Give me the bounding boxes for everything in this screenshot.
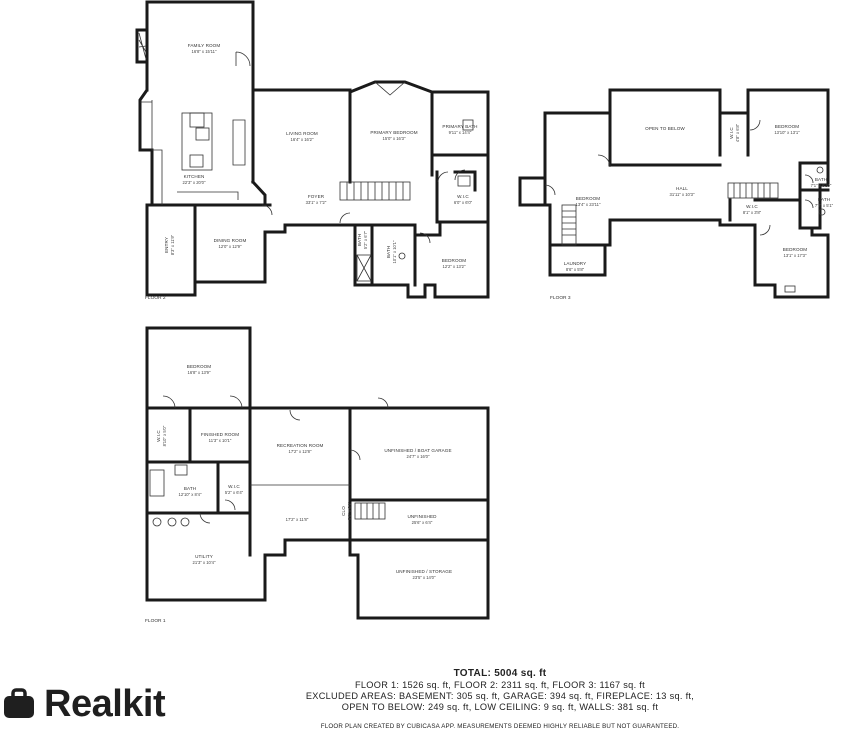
room-dims: 5'0" x 6'1" [347, 501, 352, 520]
room-name: BEDROOM [187, 364, 212, 369]
room-dims: 31'11" x 10'3" [670, 192, 695, 197]
brand-name: Realkit [44, 683, 166, 725]
floor-2-plan: FLOOR 2 [135, 0, 490, 301]
room-dims: 16'4" x 16'2" [291, 137, 314, 142]
room-name: PRIMARY BATH [442, 124, 477, 129]
room-dims: 12'0" x 12'9" [219, 244, 242, 249]
briefcase-icon [4, 688, 34, 718]
room-name: BEDROOM [442, 258, 467, 263]
disclaimer: FLOOR PLAN CREATED BY CUBICASA APP. MEAS… [320, 723, 680, 730]
room-dims: 7'7" x 5'1" [815, 203, 834, 208]
svg-text:FLOOR 1: FLOOR 1 [145, 618, 166, 624]
room-name: FINISHED ROOM [201, 432, 239, 437]
room-name: W.I.C [156, 430, 161, 442]
room-dims: 16'8" x 13'9" [188, 370, 211, 375]
room-dims: 23'5" x 14'0" [413, 575, 436, 580]
room-dims: 10'1" x 10'1" [392, 240, 397, 263]
room-dims: 13'4" x 23'11" [576, 202, 601, 207]
room-name: LIVING ROOM [286, 131, 318, 136]
room-name: BATH [386, 246, 391, 258]
room-name: HALL [676, 186, 688, 191]
room-dims: 12'2" x 13'2" [443, 264, 466, 269]
room-dims: 7'1" x 6'10" [811, 183, 832, 188]
room-name: W.I.C [228, 484, 240, 489]
room-dims: 8'1" x 3'8" [743, 210, 762, 215]
room-name: BATH [184, 486, 196, 491]
room-dims: 13'10" x 13'1" [774, 130, 800, 135]
room-dims: 12'10" x 8'4" [179, 492, 202, 497]
room-name: PRIMARY BEDROOM [370, 130, 417, 135]
excluded-areas: EXCLUDED AREAS: BASEMENT: 305 sq. ft, GA… [305, 691, 695, 701]
room-name: KITCHEN [184, 174, 205, 179]
room-dims: 8'6" x 5'8" [566, 267, 585, 272]
room-dims: 17'2" x 12'8" [289, 449, 312, 454]
excluded-areas-continued: OPEN TO BELOW: 249 sq. ft, LOW CEILING: … [341, 702, 659, 712]
total-area: TOTAL: 5004 sq. ft [453, 668, 547, 679]
room-dims: 6'0" x 6'0" [454, 200, 473, 205]
room-name: UNFINISHED / STORAGE [396, 569, 452, 574]
room-dims: 13'1" x 17'3" [784, 253, 807, 258]
floor-1-plan: FLOOR 1 [145, 326, 490, 624]
svg-text:FLOOR 2: FLOOR 2 [145, 295, 166, 301]
room-dims: 8'10" x 5'0" [162, 425, 167, 446]
room-name: RECREATION ROOM [277, 443, 324, 448]
room-name: FOYER [308, 194, 325, 199]
brand-logo: Realkit [2, 683, 166, 725]
room-name: OPEN TO BELOW [645, 126, 685, 131]
room-dims: 11'3" x 10'1" [209, 438, 232, 443]
room-dims: 16'8" x 15'11" [192, 49, 217, 54]
room-name: BATH [357, 234, 362, 246]
room-dims: 17'2" x 11'8" [286, 517, 309, 522]
room-name: BATH [815, 177, 827, 182]
room-name: UNFINISHED [407, 514, 437, 519]
room-dims: 5'2" x 6'4" [225, 490, 244, 495]
room-name: BEDROOM [576, 196, 601, 201]
room-dims: 33'1" x 7'2" [306, 200, 327, 205]
room-name: LAUNDRY [564, 261, 587, 266]
room-name: BEDROOM [775, 124, 800, 129]
room-name: UNFINISHED / BOAT GARAGE [384, 448, 451, 453]
svg-text:FLOOR 3: FLOOR 3 [550, 295, 571, 301]
room-labels: FAMILY ROOM 16'8" x 15'11" KITCHEN 22'3"… [156, 43, 834, 580]
room-dims: 5'2" x 6'7" [363, 230, 368, 249]
room-dims: 9'11" x 14'4" [449, 130, 472, 135]
room-name: DINING ROOM [214, 238, 247, 243]
room-name: BEDROOM [783, 247, 808, 252]
room-dims: 21'3" x 10'4" [193, 560, 216, 565]
room-dims: 8'3" x 11'9" [170, 234, 175, 255]
room-dims: 15'0" x 16'3" [383, 136, 406, 141]
room-name: CLO [341, 506, 346, 516]
room-dims: 4'8" x 6'8" [735, 123, 740, 142]
floor-3-plan: FLOOR 3 [518, 88, 830, 301]
room-name: W.I.C [457, 194, 469, 199]
room-name: BATH [818, 197, 830, 202]
room-name: W.I.C [746, 204, 758, 209]
room-name: ENTRY [164, 237, 169, 253]
room-name: UTILITY [195, 554, 213, 559]
room-dims: 22'3" x 20'0" [183, 180, 206, 185]
room-dims: 24'7" x 16'0" [407, 454, 430, 459]
room-name: W.I.C [729, 127, 734, 139]
room-name: FAMILY ROOM [188, 43, 221, 48]
floor-areas: FLOOR 1: 1526 sq. ft, FLOOR 2: 2311 sq. … [354, 680, 645, 690]
room-dims: 25'6" x 6'4" [412, 520, 433, 525]
